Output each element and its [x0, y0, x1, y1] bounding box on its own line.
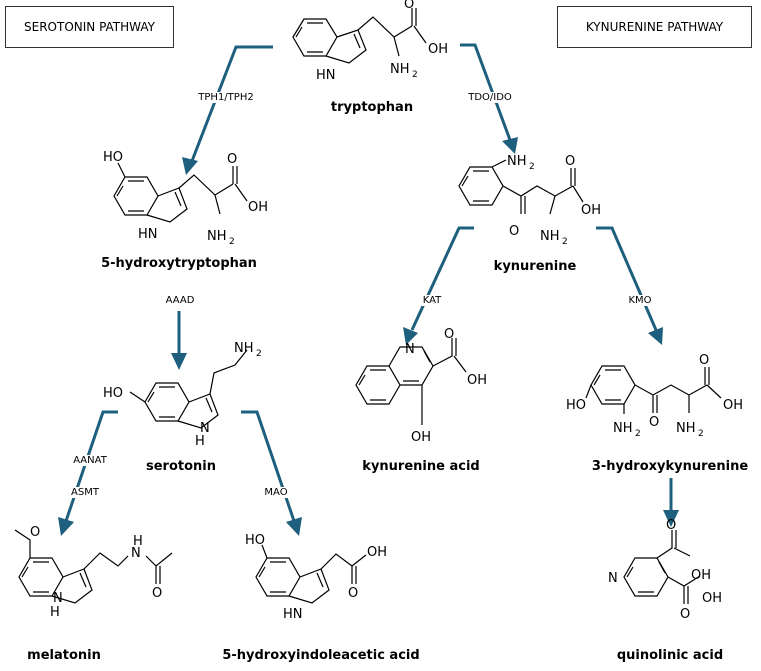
- kynurenic-oh-label: OH: [467, 373, 487, 388]
- kynurenine-aryl-nh2-sub: 2: [529, 162, 535, 172]
- enzyme-tph: TPH1/TPH2: [197, 92, 255, 103]
- enzyme-asmt: ASMT: [70, 487, 100, 498]
- enzyme-aanat: AANAT: [72, 455, 108, 466]
- 5htp-ho-label: HO: [103, 150, 123, 165]
- kynurenic-n-label: N: [405, 342, 415, 357]
- kynurenine-aryl-nh2-label: NH: [507, 154, 527, 169]
- kynurenine-pathway-header: KYNURENINE PATHWAY: [557, 6, 752, 48]
- 3hk-aryl-nh2-label: NH: [613, 421, 633, 436]
- melatonin-o-label: O: [30, 525, 40, 540]
- 3hk-nh2-label: NH: [676, 421, 696, 436]
- 5htp-nh-label: HN: [138, 227, 158, 242]
- kynurenine-acid-o-label: O: [565, 154, 575, 169]
- tryptophan-nh-label: HN: [316, 68, 336, 83]
- arrow-3hk-to-quinolinic: [663, 478, 679, 527]
- kynurenic-4-oh-label: OH: [411, 430, 431, 445]
- 5htp-oh-label: OH: [248, 200, 268, 215]
- label-5-hydroxytryptophan: 5-hydroxytryptophan: [101, 256, 257, 271]
- enzyme-mao: MAO: [263, 487, 289, 498]
- melatonin-structure: O H N N H O: [14, 525, 173, 620]
- serotonin-nh2-sub: 2: [256, 349, 262, 359]
- enzyme-tdo-ido: TDO/IDO: [467, 92, 513, 103]
- label-quinolinic-acid: quinolinic acid: [616, 648, 724, 663]
- serotonin-nh2-label: NH: [234, 341, 254, 356]
- label-kynurenine-acid: kynurenine acid: [362, 459, 480, 474]
- tryptophan-oh-label: OH: [428, 42, 448, 57]
- quinolinic-o2-label: O: [680, 607, 690, 622]
- kynurenine-nh2-label: NH: [540, 229, 560, 244]
- serotonin-pathway-header: SEROTONIN PATHWAY: [5, 6, 174, 48]
- arrow-tryptophan-to-kynurenine: [460, 43, 518, 154]
- kynurenine-structure: NH 2 O NH 2 OH O: [458, 154, 601, 247]
- quinolinic-oh1-label: OH: [691, 568, 711, 583]
- melatonin-amide-h-label: H: [133, 534, 143, 549]
- tryptophan-o-label: O: [404, 0, 414, 12]
- hiaa-oh-label: OH: [367, 545, 387, 560]
- kynurenine-acid-structure: N O OH OH: [355, 327, 487, 445]
- melatonin-amide-o-label: O: [152, 586, 162, 601]
- kynurenic-o-label: O: [444, 327, 454, 342]
- arrow-5htp-to-serotonin: [171, 311, 187, 370]
- quinolinic-oh2-label: OH: [702, 591, 722, 606]
- tryptophan-nh2-label: NH: [390, 62, 410, 77]
- 3hk-oh-label: OH: [723, 398, 743, 413]
- enzyme-aaad: AAAD: [164, 295, 196, 306]
- 3hk-ketone-o-label: O: [649, 415, 659, 430]
- arrow-serotonin-to-melatonin: [58, 410, 118, 536]
- 3hk-aryl-nh2-sub: 2: [635, 429, 641, 439]
- arrow-kynurenine-to-kmo: [596, 226, 663, 345]
- kynurenine-nh2-sub: 2: [562, 237, 568, 247]
- 3hk-ho-label: HO: [566, 398, 586, 413]
- label-serotonin: serotonin: [145, 459, 217, 474]
- hiaa-ho-label: HO: [245, 533, 265, 548]
- label-tryptophan: tryptophan: [330, 100, 414, 115]
- kynurenine-ketone-o-label: O: [509, 224, 519, 239]
- tryptophan-structure: HN NH 2 OH O: [292, 0, 448, 83]
- arrow-tryptophan-to-5htp: [182, 45, 273, 175]
- hydroxytryptophan-structure: HO HN NH 2 OH O: [103, 150, 268, 247]
- hiaa-nh-label: HN: [283, 607, 303, 622]
- label-kynurenine: kynurenine: [493, 259, 577, 274]
- kynurenine-pathway-label: KYNURENINE PATHWAY: [585, 20, 724, 34]
- melatonin-amide-n-label: N: [131, 546, 141, 561]
- arrow-serotonin-to-hiaa: [241, 410, 302, 536]
- hiaa-o-label: O: [348, 586, 358, 601]
- label-melatonin: melatonin: [27, 648, 101, 663]
- enzyme-kmo: KMO: [627, 295, 653, 306]
- melatonin-n-label: N: [53, 591, 63, 606]
- label-3-hydroxykynurenine: 3-hydroxykynurenine: [591, 459, 749, 474]
- 3hk-acid-o-label: O: [699, 353, 709, 368]
- label-5-hydroxyindoleacetic-acid: 5-hydroxyindoleacetic acid: [222, 648, 420, 663]
- serotonin-h-label: H: [195, 434, 205, 449]
- hydroxykynurenine-structure: HO NH 2 O NH 2 OH O: [566, 353, 743, 439]
- 5htp-o-label: O: [227, 152, 237, 167]
- quinolinic-o1-label: O: [666, 518, 676, 533]
- melatonin-h-label: H: [50, 605, 60, 620]
- serotonin-n-label: N: [200, 421, 210, 436]
- quinolinic-n-label: N: [608, 571, 618, 586]
- 5htp-nh2-label: NH: [207, 229, 227, 244]
- 3hk-nh2-sub: 2: [698, 429, 704, 439]
- serotonin-pathway-label: SEROTONIN PATHWAY: [24, 20, 155, 34]
- kynurenine-oh-label: OH: [581, 203, 601, 218]
- 5htp-nh2-sub: 2: [229, 237, 235, 247]
- arrow-kynurenine-to-kat: [403, 226, 474, 345]
- quinolinic-acid-structure: N O OH OH O: [608, 518, 722, 622]
- tryptophan-nh2-sub: 2: [412, 70, 418, 80]
- enzyme-kat: KAT: [421, 295, 443, 306]
- hiaa-structure: HO HN OH O: [245, 533, 387, 622]
- serotonin-ho-label: HO: [103, 386, 123, 401]
- serotonin-structure: HO H N NH 2: [103, 341, 262, 449]
